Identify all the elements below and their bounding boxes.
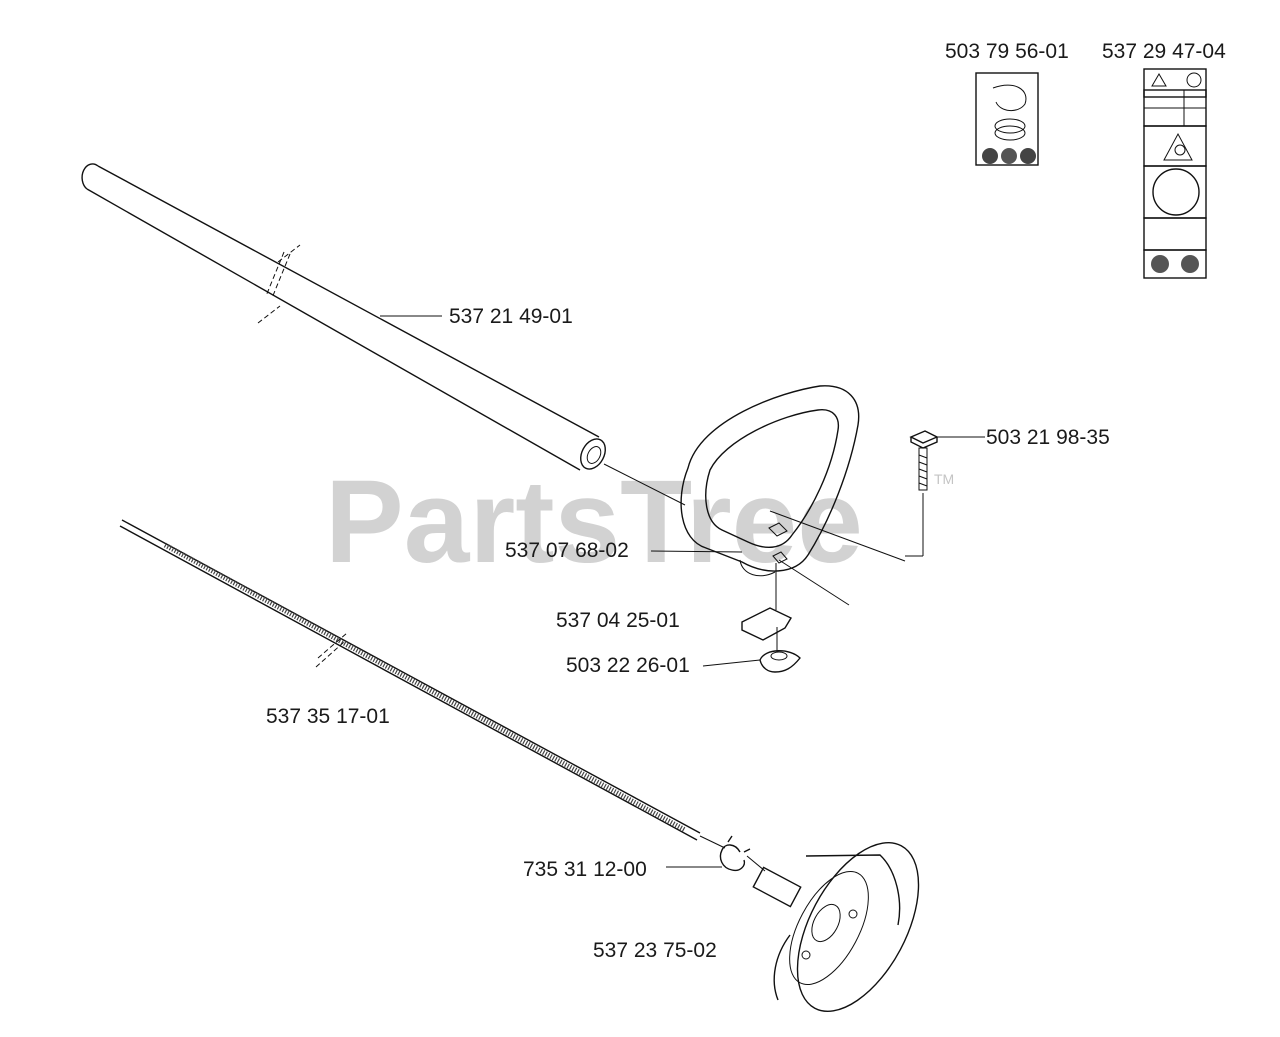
- label-clip: 735 31 12-00: [523, 858, 647, 881]
- leader-lines: [380, 315, 761, 868]
- watermark-text: PartsTree: [325, 456, 863, 588]
- label-screw: 503 21 98-35: [986, 426, 1110, 449]
- decal-503-79-56: [975, 72, 1039, 166]
- drive-shaft: [119, 519, 701, 841]
- shaft-tube: [81, 163, 686, 506]
- watermark-tm: TM: [934, 471, 954, 487]
- retaining-clip: [699, 835, 751, 872]
- label-shaft-tube: 537 21 49-01: [449, 305, 573, 328]
- label-decal-b: 537 29 47-04: [1102, 40, 1226, 63]
- label-drive-shaft: 537 35 17-01: [266, 705, 390, 728]
- bracket-plate: [741, 563, 792, 652]
- label-decal-a: 503 79 56-01: [945, 40, 1069, 63]
- wing-knob: [759, 650, 801, 673]
- label-clutch-drum: 537 23 75-02: [593, 939, 717, 962]
- clutch-drum: [746, 842, 920, 1012]
- loop-handle: [680, 385, 906, 606]
- label-handle: 537 07 68-02: [505, 539, 629, 562]
- handle-screw: [905, 430, 985, 557]
- label-knob: 503 22 26-01: [566, 654, 690, 677]
- label-bracket: 537 04 25-01: [556, 609, 680, 632]
- decal-537-29-47: [1143, 68, 1207, 279]
